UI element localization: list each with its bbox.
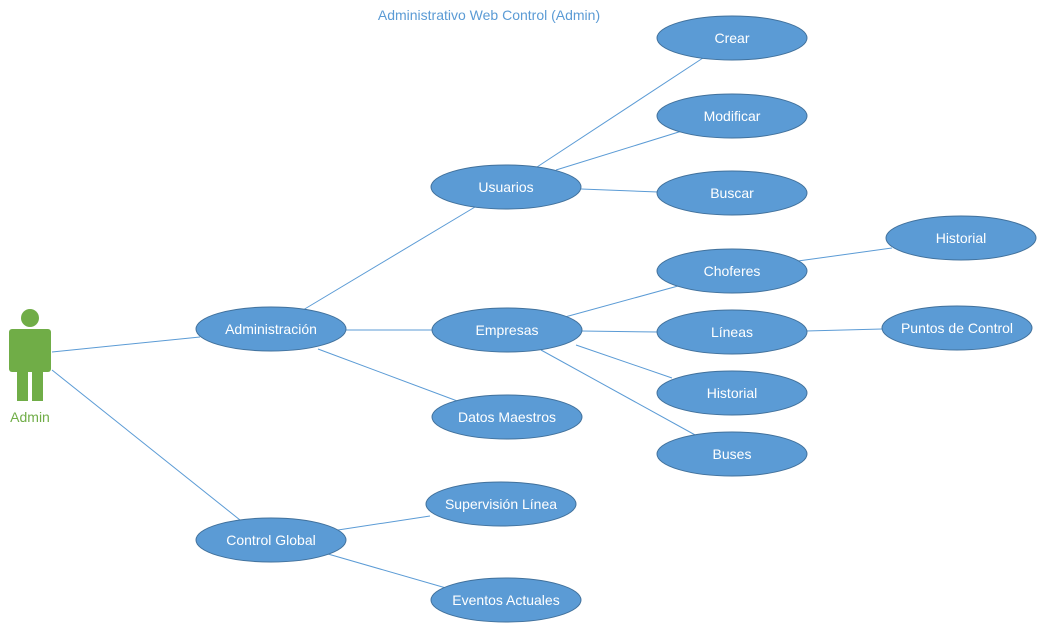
use-case-ellipse: [431, 307, 583, 353]
use-case-label: Datos Maestros: [458, 409, 556, 425]
use-case-choferes: Choferes: [656, 248, 808, 294]
connector-line: [580, 188, 659, 193]
use-case-label: Empresas: [475, 322, 538, 338]
use-case-label: Buses: [713, 446, 752, 462]
use-case-supervision-linea: Supervisión Línea: [425, 481, 577, 527]
use-case-label: Modificar: [704, 108, 761, 124]
use-case-ellipse: [885, 215, 1037, 261]
use-case-label: Usuarios: [478, 179, 533, 195]
use-case-ellipse: [656, 309, 808, 355]
use-case-puntos-de-control: Puntos de Control: [881, 305, 1033, 351]
connector-line: [805, 328, 883, 332]
use-case-buses: Buses: [656, 431, 808, 477]
use-case-eventos-actuales: Eventos Actuales: [430, 577, 582, 623]
use-case-lineas: Líneas: [656, 309, 808, 355]
diagram-title: Administrativo Web Control (Admin): [377, 7, 601, 23]
connector-line: [51, 369, 241, 521]
use-case-label: Control Global: [226, 532, 316, 548]
connectors: [51, 55, 893, 589]
use-case-control-global: Control Global: [195, 517, 347, 563]
actor-leg-right: [32, 368, 43, 401]
use-case-ellipse: [425, 481, 577, 527]
use-case-ellipse: [431, 394, 583, 440]
connector-line: [564, 285, 679, 318]
use-case-empresas: Empresas: [431, 307, 583, 353]
use-case-label: Administración: [225, 321, 317, 337]
use-case-ellipse: [195, 517, 347, 563]
connector-line: [540, 349, 698, 437]
use-case-historial-choferes: Historial: [885, 215, 1037, 261]
connector-line: [327, 553, 447, 589]
use-case-datos-maestros: Datos Maestros: [431, 394, 583, 440]
use-case-ellipse: [430, 577, 582, 623]
use-case-ellipse: [656, 248, 808, 294]
use-case-label: Puntos de Control: [901, 320, 1013, 336]
connector-line: [580, 330, 659, 333]
connector-line: [536, 55, 707, 168]
connector-line: [317, 348, 469, 406]
use-case-label: Buscar: [710, 185, 754, 201]
use-case-modificar: Modificar: [656, 93, 808, 139]
use-case-label: Crear: [714, 30, 749, 46]
use-case-label: Historial: [707, 385, 758, 401]
use-case-ellipse: [656, 370, 808, 416]
use-case-label: Choferes: [704, 263, 761, 279]
actor-body: [9, 329, 51, 372]
use-case-historial-empresas: Historial: [656, 370, 808, 416]
use-case-administracion: Administración: [195, 306, 347, 352]
use-case-ellipse: [656, 93, 808, 139]
use-case-usuarios: Usuarios: [430, 164, 582, 210]
connector-line: [575, 344, 673, 379]
use-case-label: Supervisión Línea: [445, 496, 557, 512]
use-case-label: Historial: [936, 230, 987, 246]
actor-leg-left: [17, 368, 28, 401]
use-case-ellipse: [195, 306, 347, 352]
actor-label: Admin: [10, 409, 50, 425]
use-case-crear: Crear: [656, 15, 808, 61]
use-case-label: Líneas: [711, 324, 753, 340]
connector-line: [337, 515, 431, 531]
connector-line: [555, 130, 683, 171]
use-case-ellipse: [881, 305, 1033, 351]
actor-head: [21, 309, 39, 327]
use-case-label: Eventos Actuales: [452, 592, 559, 608]
use-case-ellipse: [656, 170, 808, 216]
connector-line: [797, 247, 893, 262]
connector-line: [51, 336, 201, 353]
use-case-ellipse: [656, 15, 808, 61]
actor-admin: [9, 309, 51, 401]
use-case-ellipse: [430, 164, 582, 210]
use-case-buscar: Buscar: [656, 170, 808, 216]
use-case-ellipse: [656, 431, 808, 477]
connector-line: [302, 206, 476, 311]
